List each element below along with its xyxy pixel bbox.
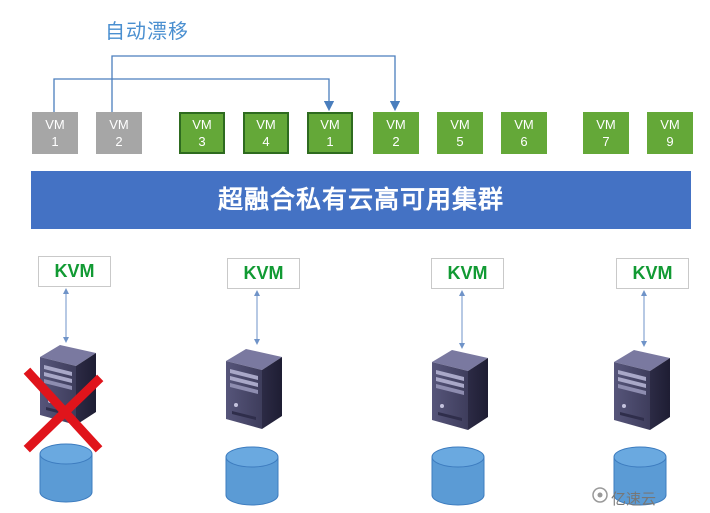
storage-icon-node-2 <box>225 446 279 506</box>
failure-x-icon <box>23 367 104 453</box>
vm-2-failed: VM 2 <box>96 112 142 154</box>
vm-1-migrated: VM 1 <box>307 112 353 154</box>
cluster-banner: 超融合私有云高可用集群 <box>31 171 691 229</box>
vm-label: VM <box>450 117 470 132</box>
vm-number: 2 <box>115 134 123 149</box>
migration-arrow-vm1 <box>53 78 335 112</box>
vm-label: VM <box>596 117 616 132</box>
vm-label: VM <box>386 117 406 132</box>
kvm-box-node-1: KVM <box>38 256 111 287</box>
kvm-box-node-2: KVM <box>227 258 300 289</box>
vm-4: VM 4 <box>243 112 289 154</box>
vm-6: VM 6 <box>501 112 547 154</box>
vm-label: VM <box>660 117 680 132</box>
diagram-title: 自动漂移 <box>105 19 189 43</box>
storage-icon-node-3 <box>431 446 485 506</box>
vm-1-failed: VM 1 <box>32 112 78 154</box>
vm-label: VM <box>109 117 129 132</box>
vm-number: 3 <box>198 134 206 149</box>
vm-label: VM <box>320 117 340 132</box>
watermark-text: 亿速云 <box>611 490 657 508</box>
vm-3: VM 3 <box>179 112 225 154</box>
vm-label: VM <box>514 117 534 132</box>
vm-number: 2 <box>392 134 400 149</box>
vm-number: 9 <box>666 134 674 149</box>
kvm-box-node-4: KVM <box>616 258 689 289</box>
storage-icon-node-1 <box>39 443 93 503</box>
vm-label: VM <box>192 117 212 132</box>
vm-9: VM 9 <box>647 112 693 154</box>
vm-number: 4 <box>262 134 270 149</box>
migration-arrow-vm2 <box>111 55 401 112</box>
vm-label: VM <box>256 117 276 132</box>
vm-5: VM 5 <box>437 112 483 154</box>
kvm-box-node-3: KVM <box>431 258 504 289</box>
watermark-logo-icon <box>592 487 608 503</box>
vm-number: 7 <box>602 134 610 149</box>
server-icon-node-2 <box>226 349 282 429</box>
server-icon-node-4 <box>614 350 670 430</box>
vm-7: VM 7 <box>583 112 629 154</box>
vm-label: VM <box>45 117 65 132</box>
server-icon-node-3 <box>432 350 488 430</box>
vm-2-migrated: VM 2 <box>373 112 419 154</box>
vm-number: 1 <box>51 134 59 149</box>
vm-number: 1 <box>326 134 334 149</box>
vm-number: 5 <box>456 134 464 149</box>
vm-number: 6 <box>520 134 528 149</box>
